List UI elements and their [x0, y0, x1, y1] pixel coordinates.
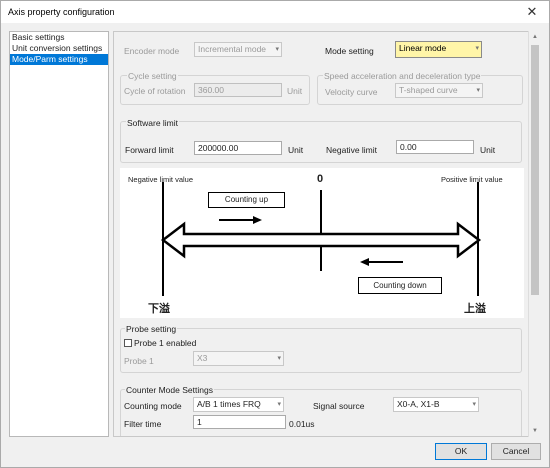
nav-item-unit-conversion[interactable]: Unit conversion settings: [12, 43, 103, 53]
cycle-unit-label: Unit: [287, 86, 303, 96]
probe-enabled-label: Probe 1 enabled: [134, 338, 197, 348]
scroll-down-icon[interactable]: ▼: [532, 428, 538, 434]
overflow-label: 上溢: [464, 303, 486, 315]
chevron-down-icon: ▾: [476, 87, 480, 94]
mode-setting-value: Linear mode: [399, 43, 447, 53]
mode-setting-label: Mode setting: [325, 46, 374, 56]
filter-time-field[interactable]: 1: [193, 415, 286, 429]
cycle-rotation-label: Cycle of rotation: [124, 86, 186, 96]
mode-setting-select[interactable]: Linear mode ▾: [395, 41, 482, 58]
counter-mode-group: [120, 389, 522, 436]
nav-item-mode-parm[interactable]: Mode/Parm settings: [10, 54, 108, 65]
counting-up-box: Counting up: [208, 192, 285, 208]
probe-1-select[interactable]: X3 ▾: [193, 351, 284, 366]
arrow-right-icon: [253, 216, 262, 224]
chevron-down-icon: ▾: [277, 401, 281, 408]
cycle-setting-title: Cycle setting: [127, 71, 178, 81]
encoder-mode-select[interactable]: Incremental mode ▾: [194, 42, 282, 57]
cancel-button[interactable]: Cancel: [491, 443, 541, 460]
chevron-down-icon: ▾: [475, 45, 479, 52]
encoder-mode-value: Incremental mode: [198, 44, 267, 54]
zero-label: 0: [317, 173, 324, 185]
cycle-setting-group: [120, 75, 310, 105]
positive-limit-value-label: Positive limit value: [441, 175, 503, 184]
counting-mode-label: Counting mode: [124, 401, 182, 411]
chevron-down-icon: ▾: [275, 46, 279, 53]
close-icon[interactable]: ✕: [526, 4, 538, 19]
cycle-rotation-field[interactable]: 360.00: [194, 83, 282, 97]
probe-enabled-checkbox[interactable]: [124, 339, 132, 347]
negative-limit-label: Negative limit: [326, 145, 378, 155]
counter-mode-title: Counter Mode Settings: [125, 385, 214, 395]
signal-source-label: Signal source: [313, 401, 365, 411]
scrollbar-thumb[interactable]: [531, 45, 539, 295]
chevron-down-icon: ▾: [472, 401, 476, 408]
settings-nav: Basic settings Unit conversion settings …: [9, 31, 109, 437]
counting-down-box: Counting down: [358, 277, 442, 294]
window-title: Axis property configuration: [8, 7, 115, 17]
velocity-curve-label: Velocity curve: [325, 87, 378, 97]
negative-limit-unit: Unit: [480, 145, 496, 155]
limit-diagram: Negative limit value Positive limit valu…: [120, 168, 524, 318]
counting-mode-select[interactable]: A/B 1 times FRQ ▾: [193, 397, 284, 412]
limit-diagram-graphic: [160, 182, 482, 296]
forward-limit-field[interactable]: 200000.00: [194, 141, 282, 155]
probe-1-label: Probe 1: [124, 356, 154, 366]
negative-limit-field[interactable]: 0.00: [396, 140, 474, 154]
forward-limit-label: Forward limit: [125, 145, 174, 155]
nav-item-basic-settings[interactable]: Basic settings: [12, 32, 65, 42]
probe-1-value: X3: [197, 353, 208, 363]
velocity-curve-select[interactable]: T-shaped curve ▾: [395, 83, 483, 98]
title-bar: Axis property configuration ✕: [1, 1, 549, 23]
filter-time-unit: 0.01us: [289, 419, 315, 429]
negative-limit-value-label: Negative limit value: [128, 175, 194, 184]
encoder-mode-label: Encoder mode: [124, 46, 180, 56]
arrow-left-icon: [360, 258, 369, 266]
signal-source-value: X0-A, X1-B: [397, 399, 440, 409]
settings-panel: Encoder mode Incremental mode ▾ Mode sett…: [113, 31, 540, 437]
signal-source-select[interactable]: X0-A, X1-B ▾: [393, 397, 479, 412]
speed-curve-title: Speed acceleration and deceleration type: [323, 71, 482, 81]
software-limit-title: Software limit: [126, 118, 180, 128]
forward-limit-unit: Unit: [288, 145, 304, 155]
underflow-label: 下溢: [148, 303, 170, 315]
scroll-up-icon[interactable]: ▲: [532, 34, 538, 40]
velocity-curve-value: T-shaped curve: [399, 85, 458, 95]
ok-button[interactable]: OK: [435, 443, 487, 460]
software-limit-group: [120, 121, 522, 163]
chevron-down-icon: ▾: [277, 355, 281, 362]
double-arrow-icon: [160, 221, 482, 259]
content-scrollbar[interactable]: ▲ ▼: [528, 31, 540, 437]
filter-time-label: Filter time: [124, 419, 162, 429]
counting-mode-value: A/B 1 times FRQ: [197, 399, 261, 409]
probe-setting-group: [120, 328, 522, 373]
probe-setting-title: Probe setting: [125, 324, 178, 334]
